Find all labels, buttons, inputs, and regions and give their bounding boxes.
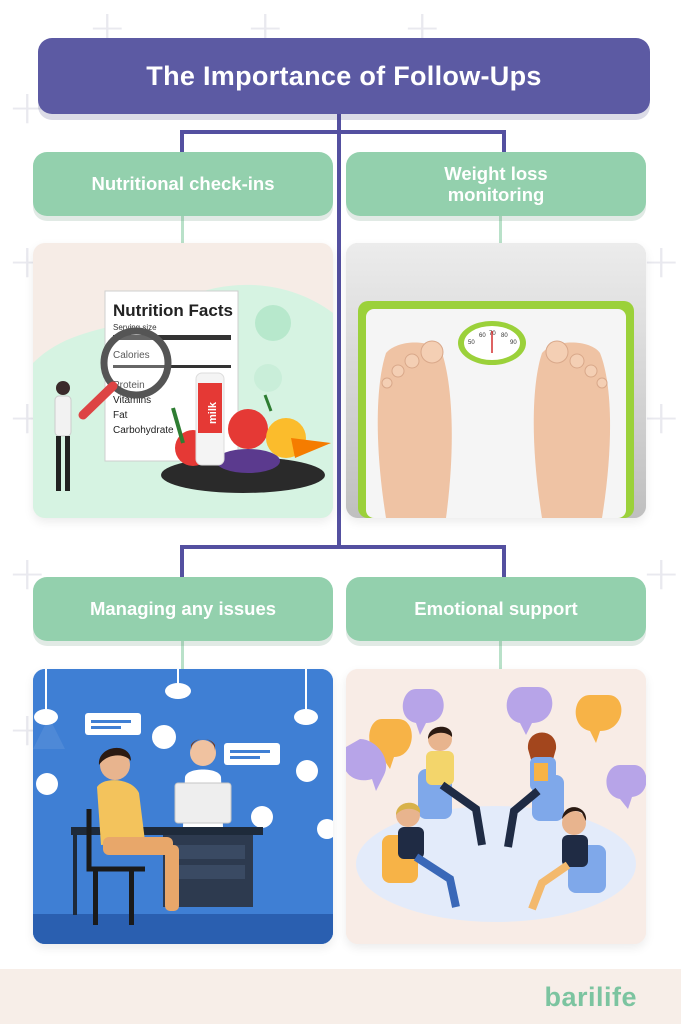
- emotional-support-illustration: [346, 669, 646, 944]
- box-weight-loss-monitoring: Weight loss monitoring: [346, 152, 646, 216]
- connector-top-right: [502, 130, 506, 154]
- scale-illustration: 50 60 70 80 90: [346, 243, 646, 518]
- connector-pill-card: [181, 641, 184, 669]
- connector-bottom-horizontal: [180, 545, 506, 549]
- box-label: Emotional support: [414, 598, 578, 620]
- dial-tick: 80: [501, 333, 508, 339]
- connector-top-left: [180, 130, 184, 154]
- label-fat: Fat: [113, 410, 128, 421]
- title-banner: The Importance of Follow-Ups: [38, 38, 650, 114]
- label-calories: Calories: [113, 350, 150, 361]
- label-vitamins: Vitamins: [113, 395, 151, 406]
- box-nutritional-check-ins: Nutritional check-ins: [33, 152, 333, 216]
- connector-pill-card: [499, 641, 502, 669]
- doctor-consultation-illustration: [33, 669, 333, 944]
- box-label-line1: Weight loss: [444, 162, 548, 184]
- label-serving: Serving size: [113, 323, 157, 332]
- label-carb: Carbohydrate: [113, 425, 174, 436]
- connector-pill-card: [181, 216, 184, 244]
- nutrition-illustration: Nutrition Facts Serving size Calories Pr…: [33, 243, 333, 518]
- label-title: Nutrition Facts: [113, 301, 233, 320]
- connector-top-horizontal: [180, 130, 506, 134]
- box-managing-any-issues: Managing any issues: [33, 577, 333, 641]
- label-protein: Protein: [113, 380, 145, 391]
- page-title: The Importance of Follow-Ups: [146, 60, 542, 91]
- milk-text: milk: [207, 401, 219, 424]
- background-plus-icon: +: [642, 234, 681, 288]
- box-label: Managing any issues: [89, 598, 277, 620]
- dial-tick: 90: [510, 340, 517, 346]
- background-plus-icon: +: [642, 546, 681, 600]
- dial-tick: 50: [468, 340, 475, 346]
- box-label: Nutritional check-ins: [91, 173, 275, 195]
- brand-logo: barilife: [544, 982, 637, 1012]
- dial-tick: 60: [479, 333, 486, 339]
- footer-band: [0, 969, 681, 1024]
- connector-bottom-right: [502, 545, 506, 579]
- connector-bottom-left: [180, 545, 184, 579]
- box-label-line2: monitoring: [447, 184, 545, 205]
- box-emotional-support: Emotional support: [346, 577, 646, 641]
- background-plus-icon: +: [642, 390, 681, 444]
- connector-trunk: [337, 112, 341, 548]
- connector-pill-card: [499, 216, 502, 244]
